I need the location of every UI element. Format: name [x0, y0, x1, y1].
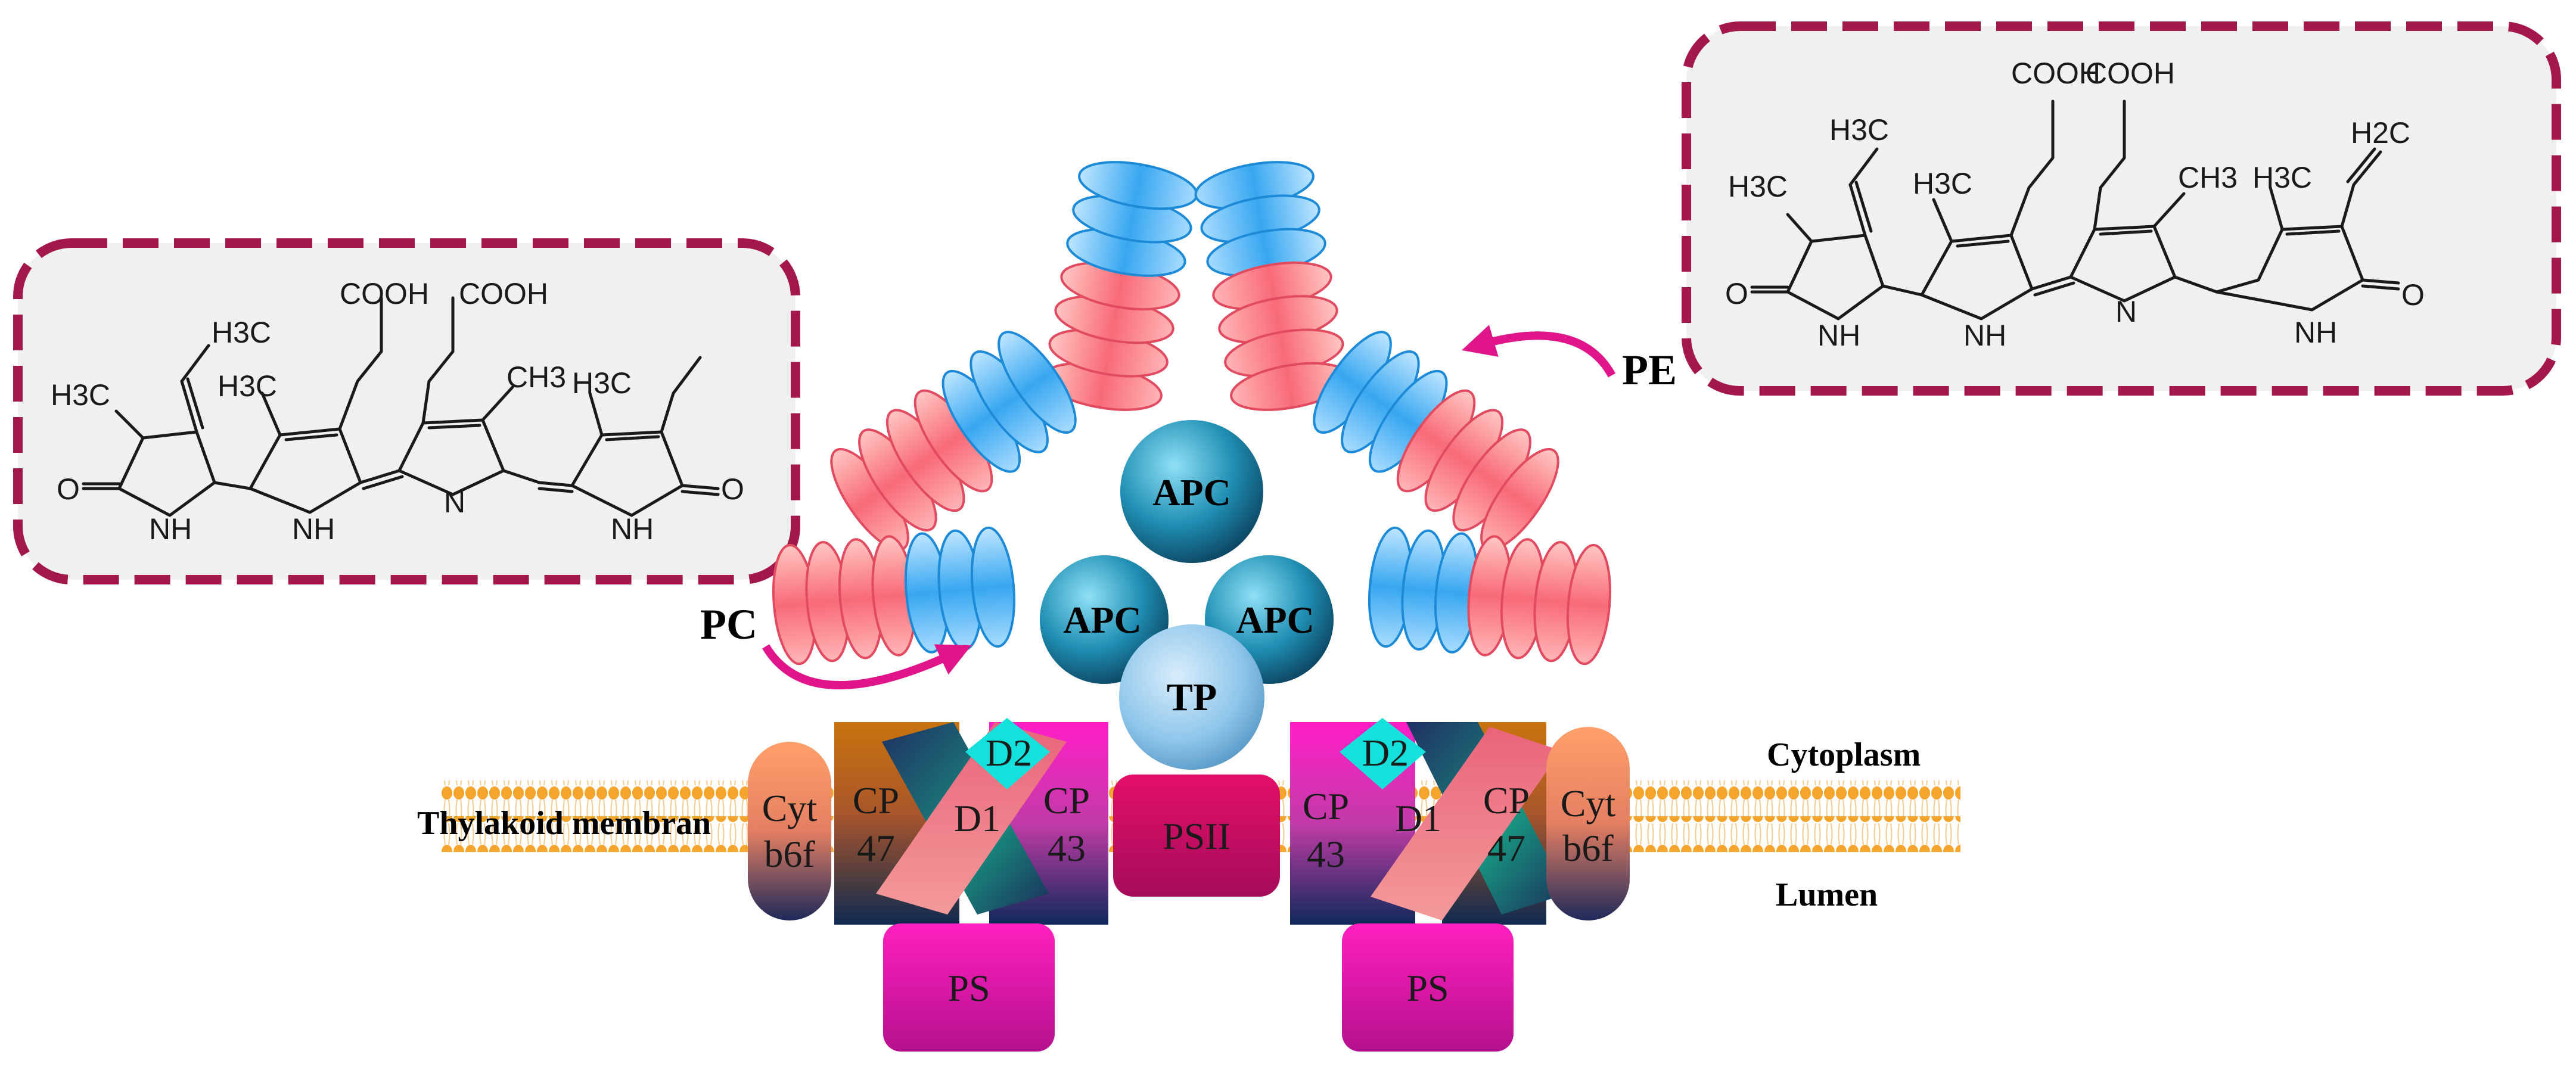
pc-group-h3c-2: H3C — [217, 369, 277, 403]
rod-low-right — [1368, 526, 1612, 665]
pc-group-cooh-2: COOH — [459, 277, 548, 310]
left-cp43-label-2: 43 — [1048, 827, 1086, 869]
left-ps — [883, 923, 1055, 1052]
pe-group-ch3: CH3 — [2178, 161, 2238, 194]
cytoplasm-label: Cytoplasm — [1767, 736, 1921, 773]
pe-group-o-1: O — [1725, 277, 1748, 310]
pe-structure-box: H3C COOH COOH H3C H3C CH3 H3C H2C O O NH… — [1682, 21, 2561, 396]
right-d2 — [1340, 718, 1426, 789]
pc-group-nh-2: NH — [292, 512, 335, 546]
rod-top-left — [1042, 161, 1198, 411]
pe-group-o-2: O — [2401, 278, 2425, 312]
left-cyt-label-2: b6f — [764, 833, 815, 875]
left-cp43-label-1: CP — [1043, 779, 1090, 822]
pc-group-h3c-1: H3C — [51, 378, 110, 412]
pc-group-ch-ethylidene: H3C — [212, 316, 271, 349]
pe-group-h3c-3: H3C — [2252, 161, 2312, 194]
right-cp47-label-2: 47 — [1487, 827, 1525, 869]
pc-group-cooh-1: COOH — [340, 277, 429, 310]
pc-group-nh-1: NH — [149, 512, 192, 546]
rod-low-left — [772, 526, 1016, 665]
apc-top-label: APC — [1152, 471, 1231, 514]
left-cp47-label-1: CP — [853, 779, 899, 822]
left-d2-label: D2 — [986, 732, 1032, 774]
psii-box — [1113, 775, 1280, 897]
pe-group-cooh-1: COOH — [2011, 57, 2100, 90]
pc-arrow — [762, 644, 972, 689]
thylakoid-membrane-label: Thylakoid membran — [417, 805, 711, 842]
right-cyt-label-2: b6f — [1562, 827, 1614, 869]
psii-label: PSII — [1163, 815, 1230, 857]
right-psii-monomer: Cyt b6f CP 43 D2 D1 CP 47 PS — [1290, 718, 1630, 1052]
right-d1-strip — [1371, 727, 1561, 920]
pe-label: PE — [1622, 346, 1677, 394]
tp-label: TP — [1167, 676, 1217, 719]
apc-right-label: APC — [1236, 599, 1315, 641]
phycoerythrin-disk — [1567, 543, 1612, 665]
pc-group-h3c-3: H3C — [572, 366, 632, 400]
phycobilisome-rods — [772, 161, 1612, 665]
right-d1-label: D1 — [1395, 797, 1441, 839]
right-ps — [1342, 923, 1514, 1052]
apc-core: APC APC APC TP — [1040, 420, 1334, 770]
pe-group-n: N — [2115, 295, 2137, 328]
right-cyt-label-1: Cyt — [1561, 782, 1616, 825]
pe-group-h2c: H2C — [2351, 116, 2410, 150]
pc-group-nh-3: NH — [611, 512, 654, 546]
left-psii-monomer: Cyt b6f CP 47 D2 D1 CP 43 PS — [748, 718, 1108, 1052]
pc-structure-box: H3C COOH COOH H3C H3C CH3 H3C O O NH NH … — [13, 238, 800, 584]
pe-group-h3c-1: H3C — [1728, 170, 1788, 203]
pc-chromophore-structure: H3C COOH COOH H3C H3C CH3 H3C O O NH NH … — [51, 277, 744, 546]
rod-mid-left — [830, 331, 1077, 551]
phycocyanin-disk — [998, 331, 1077, 434]
left-d2 — [965, 718, 1050, 789]
pc-label: PC — [700, 601, 757, 648]
left-cyt-label-1: Cyt — [762, 787, 818, 829]
pe-group-nh-1: NH — [1817, 319, 1860, 352]
psii-center: PSII — [1113, 775, 1280, 897]
left-cp47-label-2: 47 — [857, 827, 895, 869]
right-cp43-label-1: CP — [1303, 785, 1349, 828]
right-ps-label: PS — [1406, 967, 1449, 1009]
pc-group-n: N — [444, 486, 465, 519]
pc-group-o-2: O — [721, 472, 744, 506]
apc-left-label: APC — [1063, 599, 1142, 641]
pe-group-cooh-2: COOH — [2086, 57, 2175, 90]
pc-group-ch3: CH3 — [507, 360, 566, 394]
pe-group-nh-3: NH — [2294, 316, 2337, 349]
tp-sphere — [1119, 624, 1264, 770]
arrows — [762, 325, 1616, 689]
left-cyt-b6f — [748, 742, 831, 920]
lumen-label: Lumen — [1776, 876, 1878, 913]
rod-top-right — [1194, 161, 1350, 411]
pe-group-nh-2: NH — [1963, 319, 2006, 352]
pe-group-h3c-2: H3C — [1913, 167, 1972, 200]
left-ps-label: PS — [947, 967, 990, 1009]
right-cp43-label-2: 43 — [1307, 833, 1345, 875]
pe-group-h3c-ethylidene: H3C — [1829, 113, 1889, 147]
pc-group-o-1: O — [57, 472, 80, 506]
phycocyanin-disk — [971, 526, 1016, 648]
rod-mid-right — [1313, 331, 1559, 551]
pe-arrow — [1462, 325, 1616, 378]
text-labels: PC PE Cytoplasm Lumen Thylakoid membran — [417, 346, 1921, 913]
pe-chromophore-structure: H3C COOH COOH H3C H3C CH3 H3C H2C O O NH… — [1725, 57, 2425, 352]
right-cp47-label-1: CP — [1483, 779, 1530, 822]
right-cyt-b6f — [1546, 727, 1630, 920]
right-d2-label: D2 — [1362, 732, 1409, 774]
left-d1-label: D1 — [954, 797, 1000, 839]
apc-top-sphere — [1120, 420, 1263, 563]
